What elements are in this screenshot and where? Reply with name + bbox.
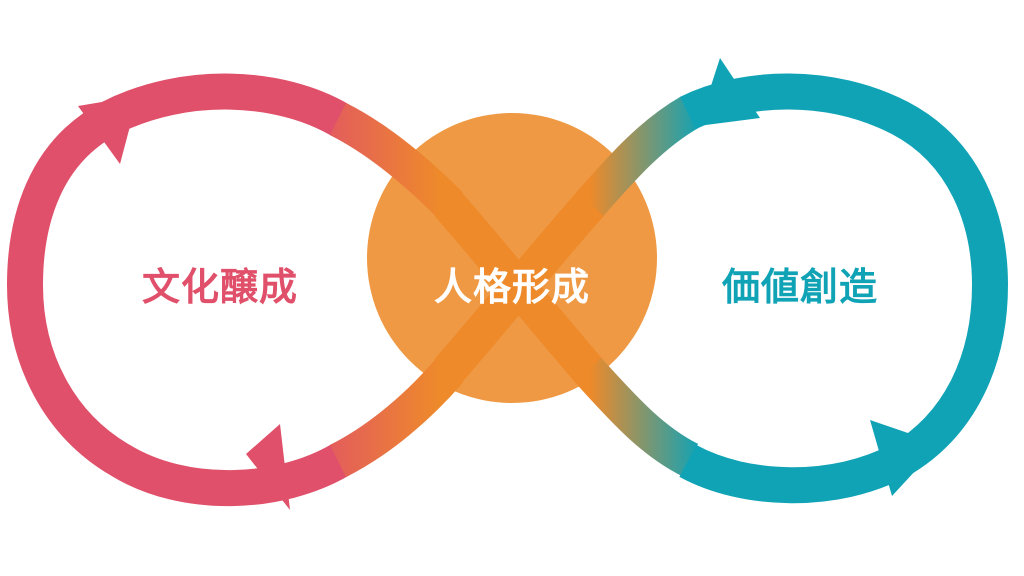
arrow-right-top-icon <box>698 58 760 126</box>
left-loop-upper-transition <box>329 102 463 218</box>
arrow-right-bottom-icon <box>870 420 940 496</box>
left-loop <box>6 73 350 507</box>
right-loop-lower-transition <box>574 357 699 477</box>
left-node-label: 文化醸成 <box>142 265 298 309</box>
right-loop-upper-transition <box>576 96 700 216</box>
left-loop-lower-transition <box>329 358 464 478</box>
crossing-strand-ascending <box>434 190 606 383</box>
arrow-left-top-icon <box>78 96 138 164</box>
right-loop <box>679 73 1009 504</box>
center-node-label: 人格形成 <box>434 265 590 309</box>
right-node-label: 価値創造 <box>721 265 878 309</box>
arrow-left-bottom-icon <box>246 424 290 510</box>
